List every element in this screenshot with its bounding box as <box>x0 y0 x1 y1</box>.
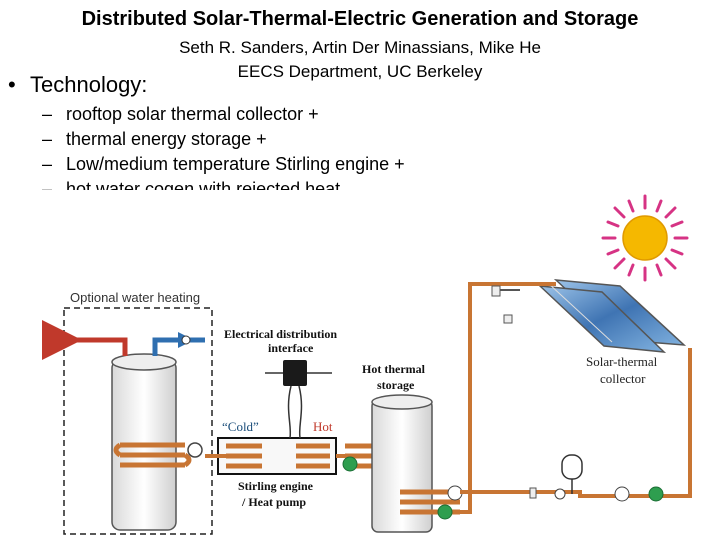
electrical-cable <box>287 385 303 439</box>
clip-mask <box>0 190 460 200</box>
dash-marker: – <box>42 104 53 124</box>
valve-icon <box>491 285 501 297</box>
collector-label-1: Solar-thermal <box>586 354 658 369</box>
page-title: Distributed Solar-Thermal-Electric Gener… <box>81 8 639 30</box>
electrical-box-icon <box>283 360 307 386</box>
pump-icon <box>437 504 453 520</box>
hot-storage-label-1: Hot thermal <box>362 362 426 376</box>
solar-collector-panel <box>537 279 687 353</box>
list-item-text: thermal energy storage + <box>66 129 267 149</box>
list-item: –rooftop solar thermal collector + <box>42 102 405 127</box>
sun-icon <box>601 194 689 282</box>
dash-marker: – <box>42 179 53 199</box>
authors-line: Seth R. Sanders, Artin Der Minassians, M… <box>179 38 541 57</box>
list-item-text: Low/medium temperature Stirling engine + <box>66 154 405 174</box>
technology-list: –rooftop solar thermal collector + –ther… <box>42 102 405 202</box>
cold-coil <box>113 442 192 468</box>
valve-icon <box>529 487 537 499</box>
stirling-label-1: Stirling engine <box>238 479 314 493</box>
pump-icon <box>342 456 358 472</box>
cold-label: “Cold” <box>222 419 259 434</box>
pump-icon <box>187 442 203 458</box>
dash-marker: – <box>42 129 53 149</box>
technology-bullet: • Technology: <box>8 72 147 98</box>
hot-water-out-pipe <box>41 320 128 360</box>
valve-icon <box>181 335 191 345</box>
bullet-label: Technology: <box>30 72 148 97</box>
stirling-label-2: / Heat pump <box>241 495 306 509</box>
collector-label-2: collector <box>600 371 646 386</box>
optional-water-heating-label: Optional water heating <box>70 290 200 305</box>
electrical-interface-label-2: interface <box>268 341 314 355</box>
hot-storage-tank <box>371 394 433 533</box>
pump-icon <box>614 486 630 502</box>
list-item-text: rooftop solar thermal collector + <box>66 104 319 124</box>
water-heater-tank <box>111 353 177 531</box>
collector-supply-pipe <box>460 282 556 514</box>
list-item: –thermal energy storage + <box>42 127 405 152</box>
collector-return-pipe <box>460 348 692 498</box>
pump-icon <box>648 486 664 502</box>
pump-icon <box>447 485 463 501</box>
department-line: EECS Department, UC Berkeley <box>237 62 483 81</box>
electrical-interface-label-1: Electrical distribution <box>224 327 337 341</box>
valve-icon <box>503 314 513 324</box>
cold-water-in-pipe <box>152 337 205 356</box>
bullet-marker: • <box>8 72 16 97</box>
list-item: –Low/medium temperature Stirling engine … <box>42 152 405 177</box>
expansion-tank-icon <box>561 454 583 494</box>
engine-coils <box>226 443 330 469</box>
hot-label: Hot <box>313 419 333 434</box>
valve-icon <box>554 488 566 500</box>
dash-marker: – <box>42 154 53 174</box>
hot-storage-label-2: storage <box>377 378 415 392</box>
optional-water-heating-box <box>63 307 213 535</box>
